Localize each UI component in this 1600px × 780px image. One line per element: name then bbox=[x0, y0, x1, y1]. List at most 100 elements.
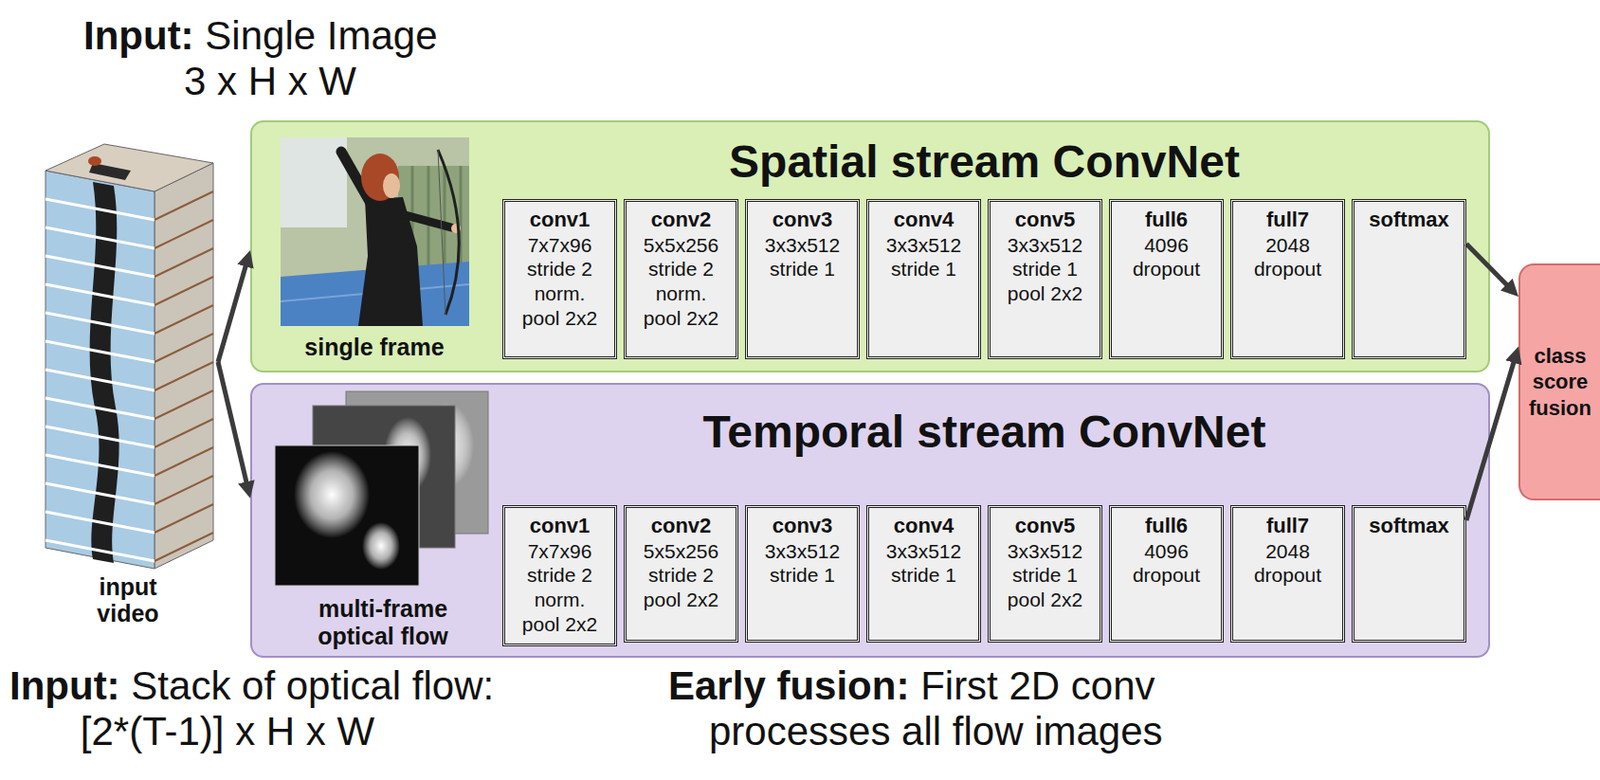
layer-param: 2048 bbox=[1265, 233, 1310, 258]
layer-param: 3x3x512 bbox=[886, 539, 962, 564]
text-label: multi-frame optical flow bbox=[302, 595, 464, 651]
text-label: Single Image bbox=[204, 13, 437, 59]
layer-param: dropout bbox=[1132, 563, 1200, 588]
layer-name: conv3 bbox=[772, 513, 834, 540]
layer-param: 3x3x512 bbox=[1007, 233, 1083, 258]
layer-param: stride 2 bbox=[527, 256, 593, 282]
label-line: 3 x H x W bbox=[183, 58, 357, 105]
text-label: processes all flow images bbox=[709, 709, 1164, 755]
label-line: single frame bbox=[304, 333, 444, 362]
layer-param: dropout bbox=[1254, 563, 1322, 588]
layer-name: softmax bbox=[1368, 207, 1449, 234]
text-label: Stack of optical flow: bbox=[130, 663, 494, 710]
video-stack bbox=[45, 144, 214, 569]
fusion-box: class score fusion bbox=[1518, 263, 1600, 501]
layer-box: full72048dropout bbox=[1230, 199, 1346, 360]
layer-param: norm. bbox=[655, 281, 708, 307]
layer-box: conv43x3x512stride 1 bbox=[866, 199, 982, 360]
layer-box: softmax bbox=[1351, 199, 1467, 360]
layer-name: conv3 bbox=[772, 207, 834, 234]
layer-param: stride 1 bbox=[890, 563, 957, 588]
layer-name: full6 bbox=[1145, 513, 1188, 540]
layer-param: pool 2x2 bbox=[643, 306, 719, 331]
stack-top bbox=[45, 144, 214, 192]
flow-arrow bbox=[218, 261, 248, 363]
layer-box: full72048dropout bbox=[1230, 505, 1346, 643]
layer-param: 3x3x512 bbox=[1007, 539, 1083, 564]
flow-arrow bbox=[218, 362, 248, 488]
layer-param: 5x5x256 bbox=[643, 233, 719, 258]
layer-name: conv4 bbox=[893, 513, 955, 540]
text-label: single frame bbox=[304, 333, 444, 362]
layer-param: 7x7x96 bbox=[527, 233, 593, 258]
layer-name: conv2 bbox=[651, 513, 712, 540]
text-label: Input: bbox=[9, 663, 121, 710]
label-line: Input:Single Image bbox=[83, 13, 438, 59]
layer-box: full64096dropout bbox=[1109, 199, 1224, 360]
layer-param: 3x3x512 bbox=[764, 233, 840, 258]
video-caption: input video bbox=[85, 573, 171, 629]
label-line: multi-frame optical flow bbox=[302, 595, 464, 651]
layer-name: full7 bbox=[1266, 207, 1310, 234]
layer-name: full7 bbox=[1266, 513, 1310, 540]
flow-arrow bbox=[1466, 243, 1511, 289]
fusion-label: class score fusion bbox=[1523, 343, 1598, 422]
layer-box: conv25x5x256stride 2norm.pool 2x2 bbox=[623, 199, 739, 360]
text-label: [2*(T-1)] x H x W bbox=[80, 709, 375, 755]
layer-param: 7x7x96 bbox=[527, 539, 593, 564]
layer-param: stride 1 bbox=[1012, 256, 1078, 282]
layer-param: pool 2x2 bbox=[1007, 587, 1083, 613]
layer-box: conv17x7x96stride 2norm.pool 2x2 bbox=[502, 199, 618, 360]
stream-title: Spatial stream ConvNet bbox=[502, 135, 1467, 188]
layer-param: 4096 bbox=[1144, 233, 1189, 258]
layer-box: conv25x5x256stride 2pool 2x2 bbox=[623, 505, 739, 643]
layer-param: 3x3x512 bbox=[886, 233, 962, 258]
optical-flow-images bbox=[274, 391, 489, 586]
layer-param: stride 1 bbox=[769, 256, 836, 282]
label-line: Input:Stack of optical flow: bbox=[9, 663, 494, 710]
layer-param: stride 1 bbox=[890, 256, 957, 282]
layer-box: softmax bbox=[1351, 505, 1467, 643]
layer-param: pool 2x2 bbox=[643, 587, 719, 613]
text-label: First 2D conv bbox=[920, 663, 1155, 710]
single-frame-photo bbox=[280, 137, 470, 327]
layer-param: norm. bbox=[534, 587, 586, 613]
layer-box: conv17x7x96stride 2norm.pool 2x2 bbox=[502, 505, 618, 647]
layer-param: stride 2 bbox=[648, 563, 714, 588]
layer-box: conv53x3x512stride 1pool 2x2 bbox=[987, 505, 1103, 643]
layer-param: 2048 bbox=[1265, 539, 1310, 564]
layer-name: softmax bbox=[1368, 513, 1449, 540]
layer-param: stride 1 bbox=[769, 563, 836, 588]
label-line: processes all flow images bbox=[709, 709, 1164, 755]
stream-title: Temporal stream ConvNet bbox=[502, 405, 1467, 458]
layer-name: conv2 bbox=[651, 207, 712, 234]
layer-name: full6 bbox=[1145, 207, 1188, 234]
layer-name: conv1 bbox=[529, 207, 591, 234]
label-line: [2*(T-1)] x H x W bbox=[80, 709, 375, 755]
video-input: input video bbox=[37, 142, 219, 628]
text-label: Input: bbox=[83, 13, 195, 59]
layer-box: conv33x3x512stride 1 bbox=[745, 505, 860, 643]
layer-param: norm. bbox=[534, 281, 586, 307]
text-label: Early fusion: bbox=[668, 663, 910, 710]
layer-name: conv5 bbox=[1015, 513, 1076, 540]
layer-box: conv33x3x512stride 1 bbox=[745, 199, 860, 360]
layer-param: 4096 bbox=[1144, 539, 1189, 564]
layer-param: pool 2x2 bbox=[522, 306, 598, 331]
text-label: 3 x H x W bbox=[183, 58, 357, 105]
layer-box: conv53x3x512stride 1pool 2x2 bbox=[987, 199, 1103, 360]
layer-param: stride 2 bbox=[527, 563, 593, 588]
layer-param: stride 2 bbox=[648, 256, 714, 282]
layer-name: conv5 bbox=[1015, 207, 1076, 234]
layer-param: pool 2x2 bbox=[1007, 281, 1083, 307]
flow-arrow bbox=[1466, 357, 1516, 521]
layer-name: conv4 bbox=[893, 207, 955, 234]
layer-param: 5x5x256 bbox=[643, 539, 719, 564]
layer-box: full64096dropout bbox=[1109, 505, 1224, 643]
layer-param: 3x3x512 bbox=[764, 539, 840, 564]
layer-name: conv1 bbox=[529, 513, 591, 540]
layer-param: dropout bbox=[1254, 256, 1322, 282]
layer-param: stride 1 bbox=[1012, 563, 1078, 588]
